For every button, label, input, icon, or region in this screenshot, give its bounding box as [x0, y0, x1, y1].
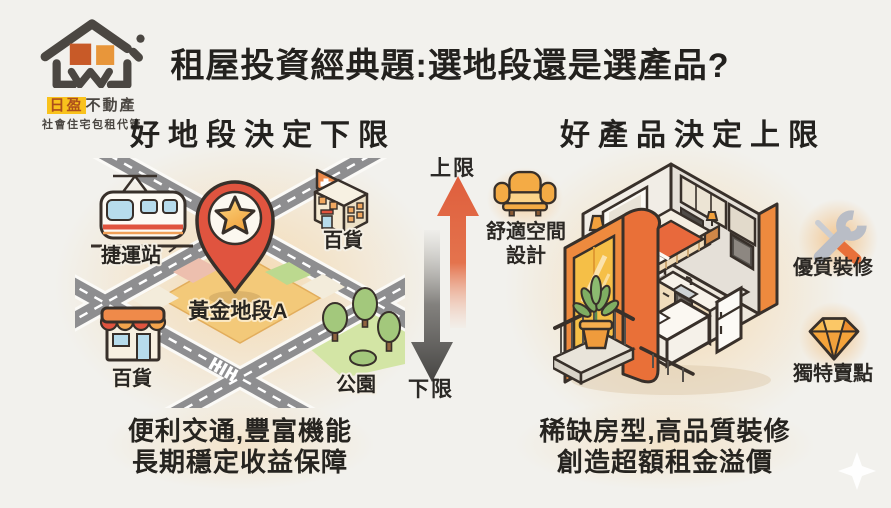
- feature-renovation-label: 優質裝修: [793, 257, 873, 279]
- sparkle-icon: [838, 452, 876, 490]
- park-label: 公園: [336, 373, 376, 396]
- left-heading: 好地段決定下限: [130, 119, 396, 152]
- company-logo: 日盈不動產 社會住宅包租代管: [28, 14, 156, 132]
- left-caption: 便利交通,豐富機能 長期穩定收益保障: [95, 416, 385, 478]
- feature-comfort-label: 舒適空間 設計: [486, 221, 566, 267]
- fridge-icon: [714, 285, 751, 355]
- department-store-icon: [313, 168, 369, 236]
- store-bottom-label: 百貨: [112, 366, 152, 390]
- right-caption-line1: 稀缺房型,高品質裝修: [539, 416, 791, 446]
- page-title: 租屋投資經典題:選地段還是選產品?: [170, 47, 730, 85]
- up-arrow-icon: [437, 176, 479, 328]
- right-heading: 好產品決定上限: [560, 119, 826, 152]
- down-arrow-icon: [411, 230, 453, 382]
- logo-brand-rest: 不動產: [85, 97, 137, 114]
- mrt-station-label: 捷運站: [101, 243, 161, 267]
- store-top-label: 百貨: [323, 228, 363, 252]
- star-icon: [214, 195, 256, 235]
- wrench-shaft: [813, 226, 851, 264]
- crosswalk: [208, 356, 239, 382]
- shop-icon: [99, 306, 167, 362]
- logo-brand-highlight: 日盈: [47, 97, 86, 114]
- park-trees-icon: [322, 287, 401, 367]
- upper-limit-label: 上限: [430, 157, 476, 180]
- house-logo-icon: [40, 19, 145, 89]
- lower-limit-label: 下限: [408, 378, 454, 401]
- limit-arrows: [411, 176, 479, 382]
- location-map-illustration: 捷運站 百貨 黃金地段A 百貨 公園: [75, 158, 405, 408]
- logo-subtitle: 社會住宅包租代管: [42, 119, 142, 131]
- left-caption-line1: 便利交通,豐富機能: [127, 416, 353, 446]
- diamond-icon: [798, 301, 870, 373]
- golden-block-label: 黃金地段A: [188, 299, 287, 323]
- isometric-apartment-illustration: [553, 162, 779, 395]
- wrench-head: [836, 210, 867, 241]
- armchair-icon: [486, 167, 564, 230]
- tools-icon: [797, 198, 879, 280]
- train-icon: [91, 174, 193, 253]
- logo-brand-name: 日盈不動產: [28, 94, 156, 115]
- right-caption-line2: 創造超額租金溢價: [556, 447, 773, 477]
- potted-plant-icon: [572, 275, 620, 350]
- balcony: [553, 301, 636, 386]
- left-caption-line2: 長期穩定收益保障: [131, 447, 348, 477]
- stair-railing: [639, 346, 695, 382]
- feature-unique-label: 獨特賣點: [793, 363, 873, 385]
- location-pin-star-icon: [195, 180, 275, 305]
- right-caption: 稀缺房型,高品質裝修 創造超額租金溢價: [515, 416, 815, 478]
